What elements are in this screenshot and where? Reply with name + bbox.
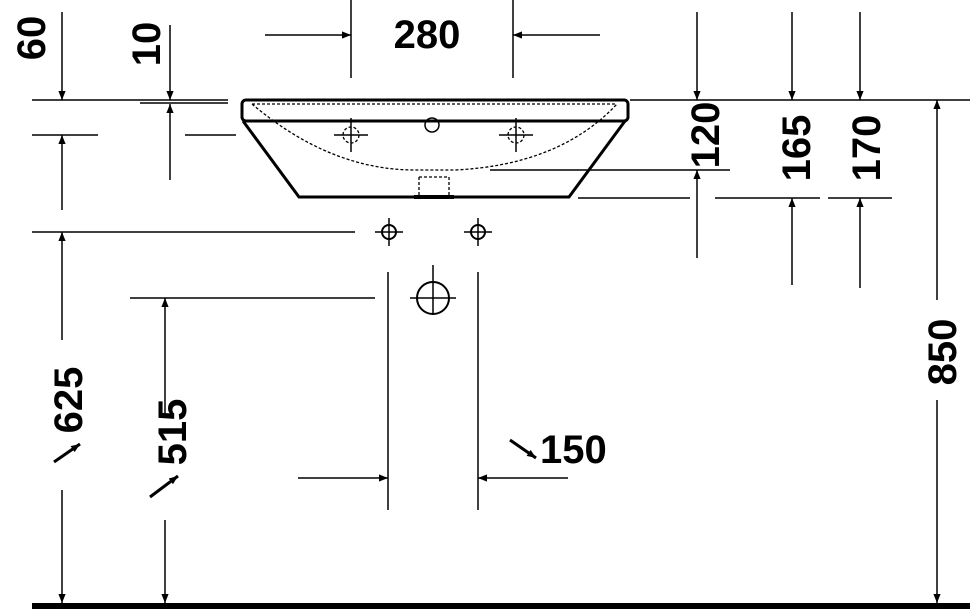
dim-280: 280 — [394, 13, 461, 57]
waste-outlet-icon — [410, 265, 456, 315]
dim-120: 120 — [684, 102, 728, 169]
supply-left-icon — [375, 218, 403, 246]
overflow-hole-icon — [424, 117, 440, 133]
dim-170: 170 — [845, 115, 889, 182]
washbasin-side-view — [240, 98, 630, 199]
reference-lines — [32, 0, 970, 510]
dimension-arrows — [53, 12, 941, 603]
dim-850: 850 — [921, 319, 965, 386]
dim-10: 10 — [125, 22, 169, 67]
dim-515: 515 — [151, 399, 195, 466]
dim-625: 625 — [47, 367, 91, 434]
tap-hole-right-icon — [499, 118, 533, 152]
supply-right-icon — [464, 218, 492, 246]
dim-60: 60 — [10, 16, 54, 61]
dim-150: 150 — [540, 428, 607, 472]
dim-165: 165 — [775, 115, 819, 182]
tap-hole-left-icon — [334, 118, 368, 152]
